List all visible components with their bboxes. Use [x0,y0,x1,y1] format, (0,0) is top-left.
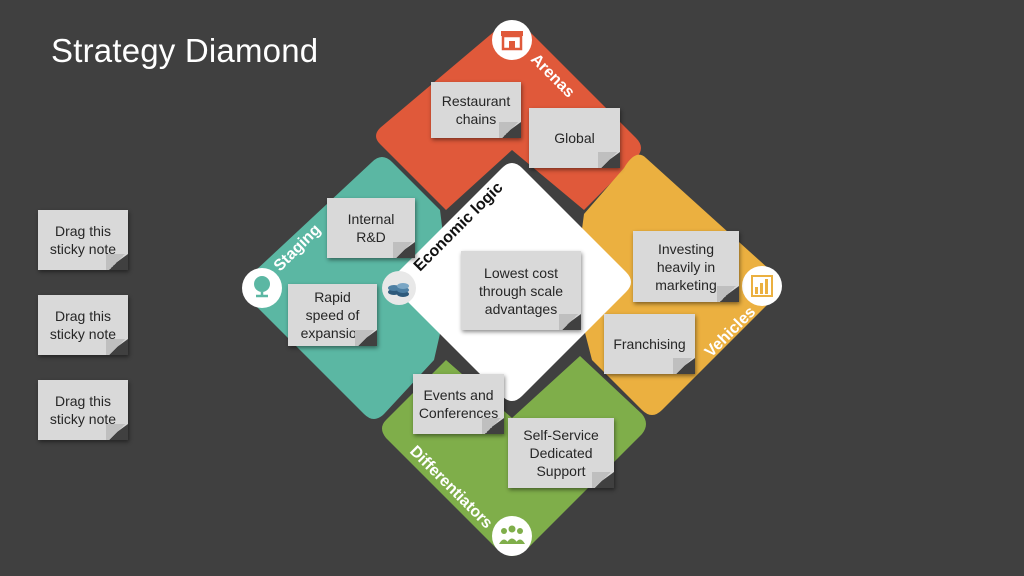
sticky-note-global[interactable]: Global [529,108,620,168]
sticky-note-restaurant-chains[interactable]: Restaurant chains [431,82,521,138]
bar-chart-icon [742,266,782,306]
sticky-note-events-conferences[interactable]: Events and Conferences [413,374,504,434]
globe-stand-icon [242,268,282,308]
sticky-note-investing-marketing[interactable]: Investing heavily in marketing [633,231,739,302]
coins-icon [382,271,416,305]
sticky-note-franchising[interactable]: Franchising [604,314,695,374]
sidebar-sticky-note[interactable]: Drag this sticky note [38,210,128,270]
sticky-note-rapid-expansion[interactable]: Rapid speed of expansion [288,284,377,346]
people-group-icon [492,516,532,556]
sticky-note-internal-rd[interactable]: Internal R&D [327,198,415,258]
sticky-note-self-service-support[interactable]: Self-Service Dedicated Support [508,418,614,488]
sidebar-sticky-note[interactable]: Drag this sticky note [38,380,128,440]
slide-title: Strategy Diamond [51,32,319,69]
sticky-note-lowest-cost[interactable]: Lowest cost through scale advantages [461,251,581,330]
storefront-icon [492,20,532,60]
sidebar-sticky-note[interactable]: Drag this sticky note [38,295,128,355]
